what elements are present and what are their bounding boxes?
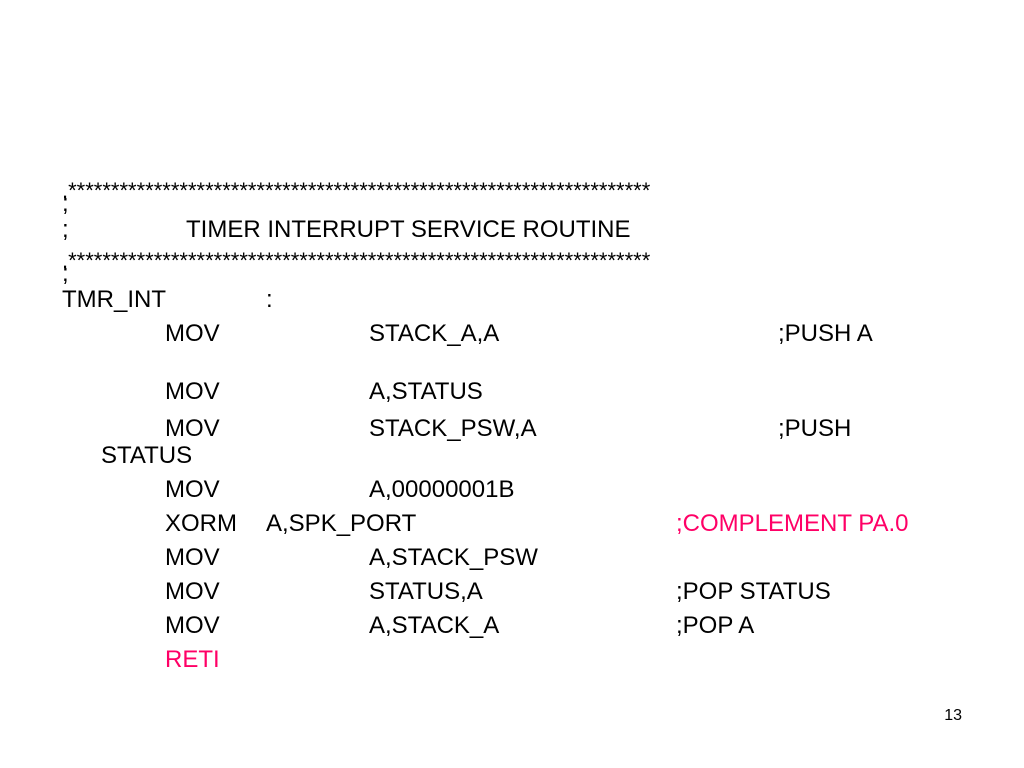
code-comment-highlight: ;COMPLEMENT PA.0 bbox=[676, 510, 909, 537]
star-divider-top-semicolon: ; bbox=[62, 190, 69, 217]
title-semicolon: ; bbox=[62, 216, 69, 243]
code-arg: STACK_PSW,A bbox=[369, 415, 537, 442]
code-comment: ;POP A bbox=[676, 612, 755, 639]
page-title: TIMER INTERRUPT SERVICE ROUTINE bbox=[186, 216, 631, 243]
code-comment: ;PUSH A bbox=[778, 320, 873, 347]
star-divider-bottom-semicolon: ; bbox=[62, 260, 69, 287]
page-number: 13 bbox=[944, 707, 962, 724]
star-divider-top: .***************************************… bbox=[62, 178, 651, 203]
code-comment: ;POP STATUS bbox=[676, 578, 831, 605]
code-comment-continued: STATUS bbox=[101, 442, 193, 469]
code-op-highlight: RETI bbox=[165, 646, 220, 673]
code-arg: A,STACK_PSW bbox=[369, 544, 538, 571]
routine-label-colon: : bbox=[266, 286, 273, 313]
code-op: MOV bbox=[165, 378, 220, 405]
code-arg: A,00000001B bbox=[369, 476, 515, 503]
code-arg: A,STACK_A bbox=[369, 612, 500, 639]
code-op: MOV bbox=[165, 578, 220, 605]
code-arg: STACK_A,A bbox=[369, 320, 500, 347]
code-op: MOV bbox=[165, 612, 220, 639]
code-arg: A,SPK_PORT bbox=[266, 510, 417, 537]
star-divider-bottom: .***************************************… bbox=[62, 248, 651, 273]
routine-label: TMR_INT bbox=[62, 286, 166, 313]
code-arg: A,STATUS bbox=[369, 378, 483, 405]
code-op: MOV bbox=[165, 415, 220, 442]
code-op: MOV bbox=[165, 476, 220, 503]
code-comment: ;PUSH bbox=[778, 415, 852, 442]
code-op: MOV bbox=[165, 320, 220, 347]
code-arg: STATUS,A bbox=[369, 578, 483, 605]
code-op: MOV bbox=[165, 544, 220, 571]
code-op: XORM bbox=[165, 510, 237, 537]
